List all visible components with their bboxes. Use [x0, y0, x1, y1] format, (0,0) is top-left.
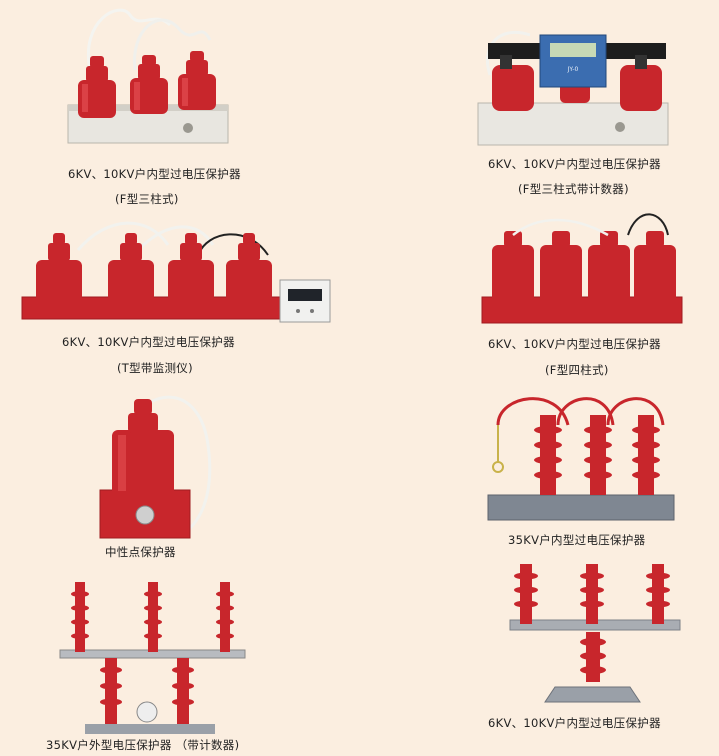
- product-f4-caption: 6KV、10KV户内型过电压保护器: [488, 337, 661, 351]
- product-f4-image: [478, 205, 688, 330]
- product-neutral-caption: 中性点保护器: [105, 545, 176, 559]
- product-t4-image: [18, 215, 338, 330]
- product-35out-image: [55, 572, 250, 737]
- product-f3c-image: JY-0: [470, 25, 680, 150]
- product-f3c-caption: 6KV、10KV户内型过电压保护器: [488, 157, 661, 171]
- product-35in-caption: 35KV户内型过电压保护器: [508, 533, 646, 547]
- product-f3-subcaption: (F型三柱式): [115, 192, 179, 206]
- product-bottom-right-caption: 6KV、10KV户内型过电压保护器: [488, 716, 661, 730]
- product-neutral-image: [90, 385, 235, 540]
- product-35in-image: [478, 385, 678, 525]
- product-f3-caption: 6KV、10KV户内型过电压保护器: [68, 167, 241, 181]
- product-f4-subcaption: (F型四柱式): [545, 363, 609, 377]
- product-bottom-right-image: [500, 552, 690, 707]
- product-t4-caption: 6KV、10KV户内型过电压保护器: [62, 335, 235, 349]
- product-f3-image: [60, 0, 240, 155]
- product-t4-subcaption: (T型带监测仪): [117, 361, 193, 375]
- product-f3c-subcaption: (F型三柱式带计数器): [518, 182, 629, 196]
- product-35out-caption: 35KV户外型电压保护器 （带计数器): [46, 738, 240, 752]
- svg-text:JY-0: JY-0: [567, 66, 579, 73]
